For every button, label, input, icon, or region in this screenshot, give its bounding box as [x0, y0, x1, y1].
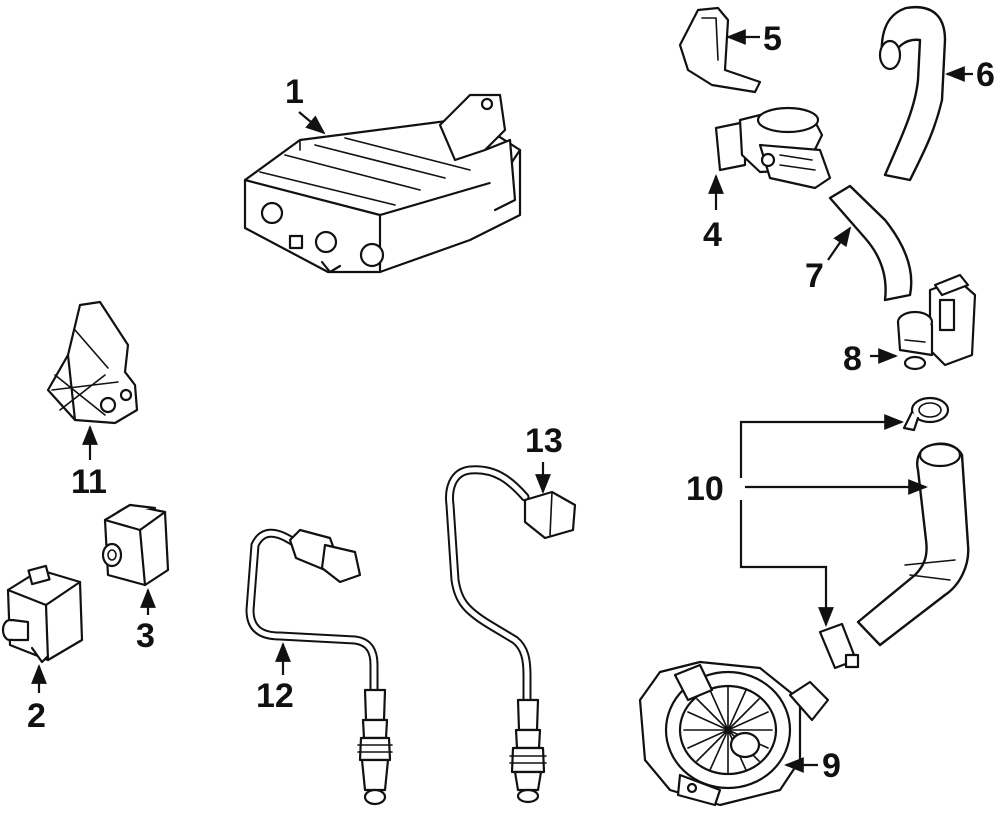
callout-13: 13 [525, 422, 563, 494]
callout-12: 12 [256, 642, 294, 715]
callout-label-7: 7 [805, 257, 824, 295]
callout-label-9: 9 [822, 747, 841, 785]
callout-label-10: 10 [686, 470, 724, 508]
part-12-oxygen-sensor [245, 528, 393, 806]
callout-6: 6 [945, 56, 995, 94]
callout-1: 1 [285, 73, 326, 135]
callout-7: 7 [805, 226, 852, 295]
part-8-check-valve [896, 273, 977, 371]
part-5-bracket [678, 6, 762, 94]
callout-8: 8 [843, 340, 898, 378]
callout-9: 9 [784, 747, 841, 785]
part-4-air-valve [714, 106, 832, 190]
callout-label-6: 6 [976, 56, 995, 94]
part-3-sensor-module [101, 503, 170, 587]
part-1-evap-canister [243, 93, 522, 274]
part-11-mount [46, 300, 139, 425]
callout-label-13: 13 [525, 422, 563, 460]
callout-label-11: 11 [71, 463, 107, 501]
callout-5: 5 [726, 20, 782, 58]
part-6-hose [878, 5, 947, 182]
callout-10: 10 [686, 414, 928, 627]
part-10-hose-assembly [818, 396, 970, 670]
callout-label-2: 2 [27, 697, 46, 735]
callout-11: 11 [71, 425, 107, 501]
part-9-air-pump [638, 660, 830, 807]
callout-label-1: 1 [285, 73, 304, 111]
part-7-hose [828, 184, 913, 302]
part-2-solenoid-valve [1, 564, 84, 664]
callout-label-3: 3 [136, 617, 155, 655]
callout-label-12: 12 [256, 677, 294, 715]
part-13-oxygen-sensor [445, 465, 577, 804]
callout-3: 3 [136, 588, 156, 655]
callout-4: 4 [703, 174, 724, 254]
callout-label-4: 4 [703, 216, 722, 254]
callout-2: 2 [27, 664, 47, 735]
callout-label-8: 8 [843, 340, 862, 378]
callout-label-5: 5 [763, 20, 782, 58]
